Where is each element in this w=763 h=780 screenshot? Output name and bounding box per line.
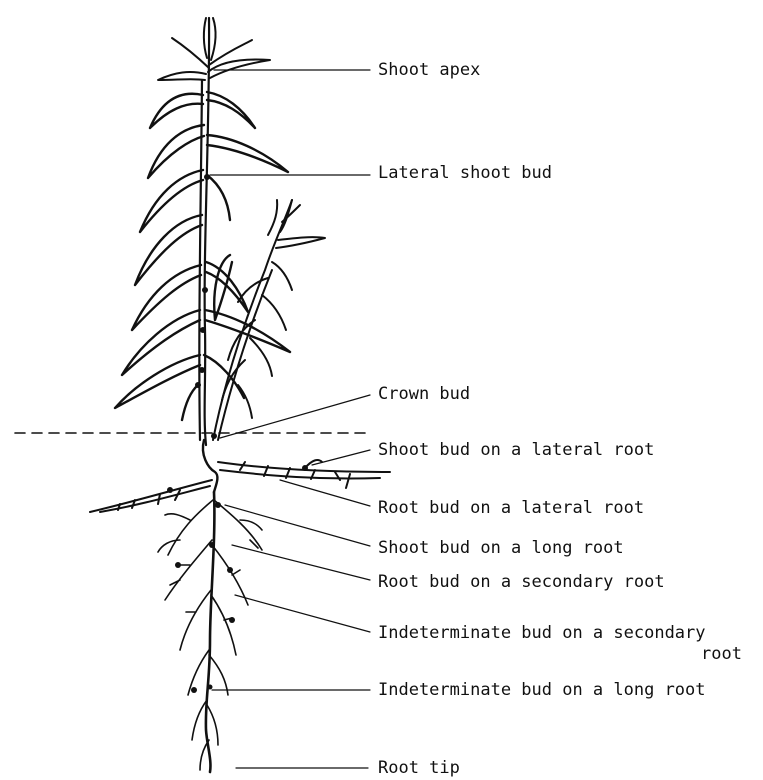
label-indeterminate-bud-secondary-root: Indeterminate bud on a secondary <box>378 623 706 643</box>
label-shoot-bud-lateral-root: Shoot bud on a lateral root <box>378 440 654 460</box>
right-leaves <box>204 92 290 398</box>
apex-leaves <box>158 18 270 80</box>
lateral-roots <box>90 460 390 512</box>
left-leaves <box>115 94 204 420</box>
label-root-bud-secondary-root: Root bud on a secondary root <box>378 572 665 592</box>
label-crown-bud: Crown bud <box>378 384 470 404</box>
leader-lines <box>210 70 370 768</box>
long-root <box>206 492 215 772</box>
label-indeterminate-bud-long-root: Indeterminate bud on a long root <box>378 680 706 700</box>
label-indeterminate-bud-secondary-root-line2: root <box>600 644 742 664</box>
label-lateral-shoot-bud: Lateral shoot bud <box>378 163 552 183</box>
main-stem <box>199 18 209 445</box>
label-shoot-apex: Shoot apex <box>378 60 480 80</box>
crown <box>203 440 217 492</box>
secondary-leaves <box>222 200 325 418</box>
secondary-shoot <box>213 200 292 440</box>
label-root-tip: Root tip <box>378 758 460 778</box>
label-root-bud-lateral-root: Root bud on a lateral root <box>378 498 644 518</box>
label-shoot-bud-long-root: Shoot bud on a long root <box>378 538 624 558</box>
